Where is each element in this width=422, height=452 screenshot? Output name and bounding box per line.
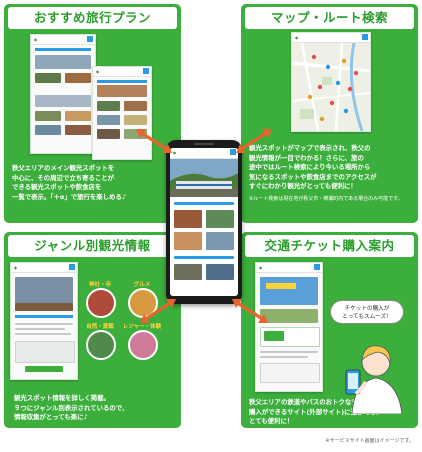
mock-logo-icon: ◆: [96, 69, 100, 74]
panel-note-map: ※ルート検索は現在地が秩父市・横瀬町内である場合のみ可能です。: [249, 196, 403, 202]
panel-title-ticket: 交通チケット購入案内: [245, 235, 414, 257]
mock-photo: [97, 101, 120, 111]
mock-banner: [266, 283, 296, 289]
panel-description-map: 観光スポットがマップで表示され、秩父の 観光情報が一目でわかる！さらに、旅の 途…: [249, 144, 377, 191]
mock-photo: [15, 341, 75, 363]
mock-photo: [15, 303, 73, 311]
mock-header: ◆: [256, 263, 322, 273]
panel-recommended-plans: おすすめ旅行プラン ◆ ◆ 秩父エリアのメイン観光スポットを 中心に、その周辺で…: [4, 4, 181, 223]
panel-title-recommended: おすすめ旅行プラン: [8, 7, 177, 29]
map-illustration: [292, 43, 370, 131]
category-shrine-photo: [86, 288, 116, 318]
phone-photo: [174, 232, 202, 250]
mock-heading-bar: [15, 315, 73, 318]
mock-photo: [97, 115, 120, 125]
arrow-top-left-icon: [136, 129, 172, 153]
mock-header: ◆: [93, 67, 151, 77]
panel-description-ticket: 秩父エリアの鉄道やバスのおトクなチケットの 購入ができるサイト(外部サイト)に遷…: [249, 398, 384, 426]
arrow-bottom-left-icon: [140, 299, 176, 323]
mock-screen-spot-detail: ◆: [10, 262, 78, 380]
mock-screen-map: ◆: [291, 32, 371, 132]
mock-ticket-card: [260, 363, 320, 383]
category-label-nature: 自然・景観: [86, 324, 114, 330]
mock-text-lines: [15, 323, 73, 325]
person-with-phone-illustration: [345, 345, 403, 414]
mock-screen-plan-list: ◆: [30, 34, 96, 154]
menu-icon: [362, 34, 368, 40]
category-label-gourmet: グルメ: [133, 282, 151, 288]
mock-photo: [124, 115, 147, 125]
mock-header: ◆: [11, 263, 77, 273]
mock-photo: [260, 309, 318, 323]
phone-photo: [206, 232, 234, 250]
panel-description-recommended: 秩父エリアのメイン観光スポットを 中心に、その周辺で立ち寄ることが できる観光ス…: [12, 164, 126, 201]
mock-photo: [124, 129, 147, 139]
phone-photo: [174, 264, 202, 280]
phone-photo: [206, 210, 234, 228]
menu-icon: [314, 264, 320, 270]
mock-photo: [65, 111, 91, 121]
mock-ticket-card: [264, 331, 284, 341]
mock-logo-icon: ◆: [14, 265, 18, 270]
panel-description-genre: 観光スポット情報を詳しく掲載。 ９つにジャンル別表示されているので、 情報収集が…: [14, 394, 129, 422]
mock-logo-icon: ◆: [295, 35, 299, 40]
mock-photo: [35, 111, 61, 121]
smartphone-mockup: ◆: [166, 140, 242, 304]
mock-heading-bar: [35, 48, 91, 51]
mock-photo: [35, 73, 61, 83]
footnote-image-notice: ※サービスサイト画面はイメージです。: [325, 438, 414, 444]
mock-header: ◆: [31, 35, 95, 45]
mock-photo: [35, 55, 91, 69]
menu-icon: [87, 36, 93, 42]
mock-logo-icon: ◆: [259, 265, 263, 270]
mock-photo: [124, 101, 147, 111]
mock-photo: [35, 95, 91, 107]
phone-heading-bar: [174, 256, 234, 259]
panel-map-route: マップ・ルート検索 ◆ 観光スポットがマップで表: [241, 4, 418, 223]
mock-photo: [65, 73, 91, 83]
mock-header: ◆: [292, 33, 370, 43]
phone-speaker: [194, 143, 214, 145]
panel-title-genre: ジャンル別観光情報: [8, 235, 177, 257]
phone-heading-bar: [174, 202, 234, 205]
hero-train-photo: [170, 159, 238, 197]
phone-screen: ◆: [170, 148, 238, 296]
mock-logo-icon: ◆: [34, 37, 38, 42]
mock-screen-ticket: ◆: [255, 262, 323, 392]
menu-icon: [143, 68, 149, 74]
category-label-leisure: レジャー・体験: [122, 324, 162, 330]
mock-banner: [260, 277, 318, 305]
phone-screen-header: ◆: [170, 148, 238, 159]
menu-icon: [69, 264, 75, 270]
mock-text-lines: [260, 356, 308, 358]
panel-ticket-info: 交通チケット購入案内 ◆ 秩父エリアの鉄道やバスのおトクなチケットの 購入ができ…: [241, 232, 418, 428]
speech-bubble-ticket: チケットの購入が とってもスムーズ！: [330, 300, 404, 324]
mock-photo: [97, 85, 147, 97]
panel-title-map: マップ・ルート検索: [245, 7, 414, 29]
phone-photo: [174, 210, 202, 228]
panel-genre-info: ジャンル別観光情報 ◆ 神社・寺 グルメ 自然・景観 レジャー・体験 観光スポッ…: [4, 232, 181, 428]
category-nature-photo: [86, 330, 116, 360]
mock-photo: [35, 125, 61, 135]
category-label-shrine: 神社・寺: [88, 282, 111, 288]
category-leisure-photo: [128, 330, 158, 360]
phone-photo: [206, 264, 234, 280]
mock-heading-bar: [97, 80, 147, 83]
mock-photo: [65, 125, 91, 135]
mock-button: [25, 366, 63, 372]
mock-text-lines: [15, 328, 65, 330]
menu-icon: [230, 149, 236, 155]
mock-text-lines: [260, 351, 318, 353]
mock-screen-plan-detail: ◆: [92, 66, 152, 160]
mock-photo: [97, 129, 120, 139]
mock-text-lines: [15, 333, 71, 335]
arrow-bottom-right-icon: [232, 299, 268, 323]
arrow-top-right-icon: [236, 129, 272, 153]
mock-logo-icon: ◆: [173, 150, 177, 155]
